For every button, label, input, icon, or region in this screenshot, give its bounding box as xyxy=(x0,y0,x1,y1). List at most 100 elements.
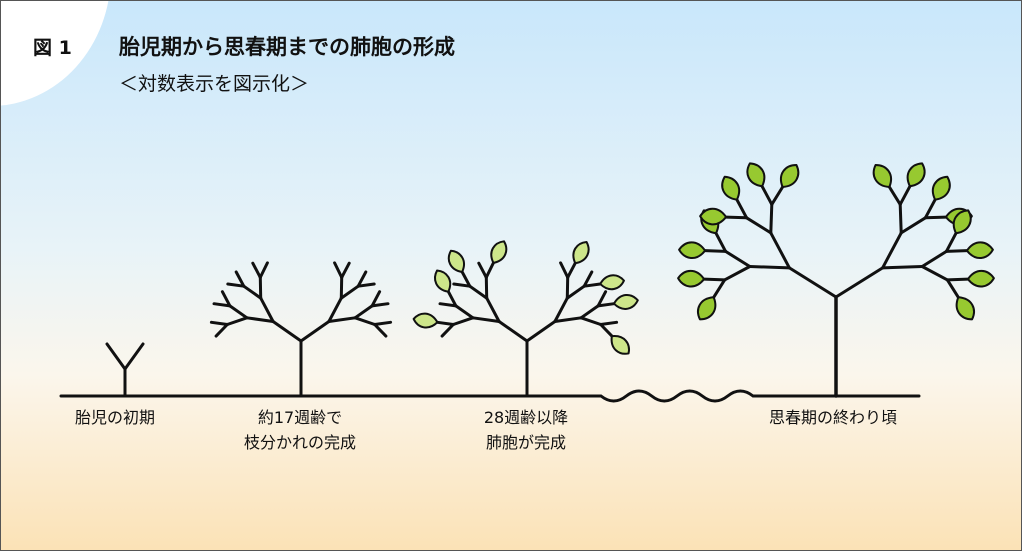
bronchus-branch xyxy=(212,302,232,308)
bronchus-branch xyxy=(898,184,912,206)
alveolus-leaf-icon xyxy=(599,274,625,291)
alveolus-leaf-icon xyxy=(610,335,630,355)
alveolus-leaf-icon xyxy=(931,175,951,201)
bronchus-branch xyxy=(477,261,488,279)
bronchus-branch xyxy=(225,316,249,326)
bronchus-branch xyxy=(356,270,368,288)
bronchus-branch xyxy=(899,216,927,235)
bronchus-branch xyxy=(787,266,838,299)
bronchus-branch xyxy=(944,249,969,253)
stage-caption-line: 思春期の終わり頃 xyxy=(768,408,897,427)
timeline-baseline xyxy=(59,389,921,403)
alveolus-leaf-icon xyxy=(677,269,706,288)
alveolus-leaf-icon xyxy=(412,312,439,329)
bronchus-branch xyxy=(370,290,382,308)
bronchus-branch xyxy=(471,316,501,323)
alveolus-leaf-icon xyxy=(872,163,893,189)
bronchus-branch xyxy=(468,284,489,300)
stage-caption-4: 思春期の終わり頃 xyxy=(733,405,933,430)
bronchus-branch xyxy=(599,323,614,338)
bronchus-branch xyxy=(245,316,275,323)
bronchus-branch xyxy=(299,320,331,343)
stage-caption-line: 枝分かれの完成 xyxy=(243,433,356,452)
bronchus-branch xyxy=(887,185,902,206)
bronchus-branch xyxy=(234,270,246,288)
bronchus-branch xyxy=(333,261,344,279)
bronchus-branch xyxy=(945,277,970,282)
bronchus-branch xyxy=(259,296,275,323)
bronchus-branch xyxy=(769,202,774,235)
figure-title: 胎児期から思春期までの肺胞の形成 xyxy=(119,35,455,59)
stage-caption-2: 約17週齢で 枝分かれの完成 xyxy=(200,405,400,455)
alveolus-leaf-icon xyxy=(955,296,975,321)
bronchus-branch xyxy=(435,320,455,326)
bronchus-branch xyxy=(712,278,727,299)
alveolus-leaf-icon xyxy=(779,163,800,189)
stage-caption-line: 胎児の初期 xyxy=(74,408,155,427)
bronchus-branch xyxy=(944,231,958,253)
bronchus-branch xyxy=(525,320,557,343)
stage-caption-line: 肺胞が完成 xyxy=(485,433,566,452)
bronchus-branch xyxy=(745,216,773,235)
bronchus-branch xyxy=(923,198,937,220)
bronchus-branch xyxy=(834,266,885,299)
bronchus-branch xyxy=(353,304,374,320)
bronchus-branch xyxy=(898,202,903,235)
bronchus-branch xyxy=(340,261,351,279)
bronchus-branch xyxy=(373,320,393,326)
bronchus-branch xyxy=(553,316,583,323)
bronchus-branch xyxy=(735,198,749,220)
bronchus-branch xyxy=(485,296,501,323)
bronchus-branch xyxy=(582,282,602,288)
bronchus-branch xyxy=(714,231,728,253)
bronchus-branch xyxy=(353,316,377,326)
bronchus-branch xyxy=(702,277,727,282)
bronchus-branch xyxy=(881,265,924,270)
bronchus-branch xyxy=(454,304,475,320)
alveolus-leaf-icon xyxy=(447,249,465,273)
alveolus-leaf-icon xyxy=(965,241,994,259)
bronchus-branch xyxy=(446,290,458,308)
bronchus-branch xyxy=(220,290,232,308)
bronchus-branch xyxy=(703,249,728,253)
bronchus-branch xyxy=(723,265,752,282)
bronchus-branch xyxy=(226,282,246,288)
bronchus-branch xyxy=(271,320,303,343)
bronchus-branch xyxy=(565,284,586,300)
bronchus-branch xyxy=(760,184,774,206)
bronchus-branch xyxy=(724,215,749,220)
tree-early-fetal xyxy=(105,342,145,398)
stage-caption-line: 28週齢以降 xyxy=(483,408,569,427)
stage-caption-line: 約17週齢で xyxy=(257,408,343,427)
bronchus-branch xyxy=(356,282,376,288)
bronchus-branch xyxy=(945,278,960,299)
alveolus-leaf-icon xyxy=(966,269,995,288)
alveolus-leaf-icon xyxy=(678,241,707,259)
bronchus-branch xyxy=(596,290,608,308)
bronchus-branch xyxy=(258,261,269,279)
bronchus-branch xyxy=(497,320,529,343)
bronchus-branch xyxy=(881,231,903,270)
figure-label: 図 1 xyxy=(33,37,72,59)
bronchus-branch xyxy=(228,304,249,320)
alveolus-leaf-icon xyxy=(721,175,741,201)
alveolus-leaf-icon xyxy=(697,296,717,321)
bronchus-branch xyxy=(373,323,388,338)
bronchus-branch xyxy=(748,265,791,270)
bronchus-branch xyxy=(484,261,495,279)
alveolus-leaf-icon xyxy=(572,241,590,265)
bronchus-branch xyxy=(327,296,343,323)
tree-alveoli-complete xyxy=(412,240,639,398)
bronchus-branch xyxy=(370,302,390,308)
bronchus-branch xyxy=(123,342,145,371)
bronchus-branch xyxy=(724,249,752,268)
bronchus-branch xyxy=(596,302,616,308)
bronchus-branch xyxy=(440,323,455,338)
alveolus-leaf-icon xyxy=(490,240,508,264)
bronchus-branch xyxy=(582,270,594,288)
bronchus-branch xyxy=(770,185,785,206)
stage-caption-3: 28週齢以降 肺胞が完成 xyxy=(426,405,626,455)
tree-late-puberty xyxy=(677,162,995,398)
